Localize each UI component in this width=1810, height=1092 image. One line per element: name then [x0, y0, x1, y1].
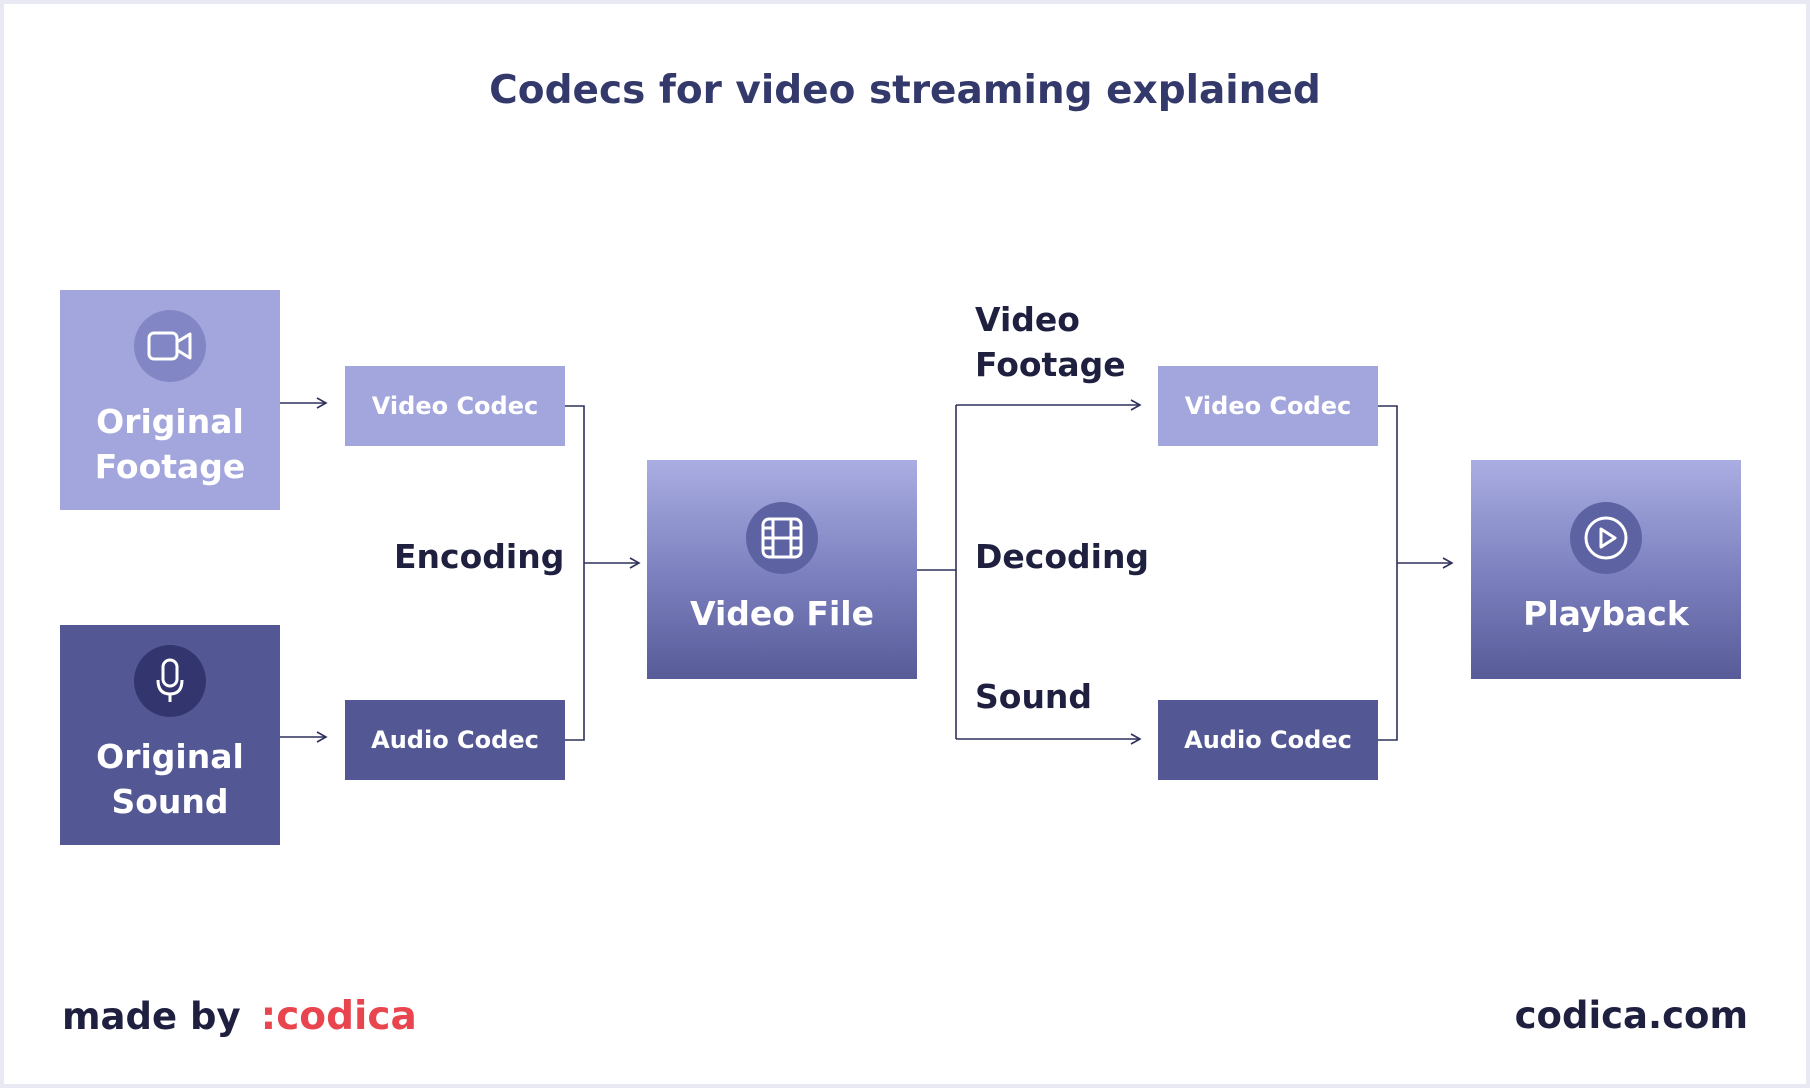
sound-label: Sound	[975, 677, 1093, 716]
video-file-label: Video File	[690, 594, 874, 634]
play-circle-icon	[1570, 502, 1642, 575]
encoding-label: Encoding	[394, 537, 565, 576]
encode-bracket	[563, 405, 585, 741]
decode-audio-codec-box: Audio Codec	[1158, 700, 1378, 780]
decode-video-codec-label: Video Codec	[1184, 392, 1352, 420]
original-sound-label: Original Sound	[96, 737, 244, 821]
diagram-title: Codecs for video streaming explained	[489, 68, 1321, 113]
playback-box: Playback	[1471, 460, 1741, 679]
original-footage-label: Original Footage	[94, 402, 246, 486]
made-by-text: made by	[62, 995, 241, 1038]
microphone-icon	[134, 645, 206, 718]
encode-video-codec-label: Video Codec	[371, 392, 539, 420]
decode-bracket	[1376, 405, 1398, 741]
decode-video-codec-box: Video Codec	[1158, 366, 1378, 446]
video-camera-icon	[134, 310, 206, 383]
encode-audio-codec-label: Audio Codec	[371, 726, 539, 754]
connector-lines	[272, 397, 1454, 745]
original-footage-box: Original Footage	[60, 290, 280, 510]
encode-audio-codec-box: Audio Codec	[345, 700, 565, 780]
film-icon	[746, 502, 818, 575]
footer-made-by: made by :codica	[62, 994, 417, 1039]
playback-label: Playback	[1523, 594, 1689, 634]
decode-audio-codec-label: Audio Codec	[1184, 726, 1352, 754]
video-footage-label: Video Footage	[975, 300, 1126, 384]
codica-logo[interactable]: :codica	[260, 994, 417, 1039]
encode-video-codec-box: Video Codec	[345, 366, 565, 446]
decoding-label: Decoding	[975, 537, 1150, 576]
original-sound-box: Original Sound	[60, 625, 280, 845]
video-file-box: Video File	[647, 460, 917, 679]
footer-website-link[interactable]: codica.com	[1514, 994, 1748, 1037]
